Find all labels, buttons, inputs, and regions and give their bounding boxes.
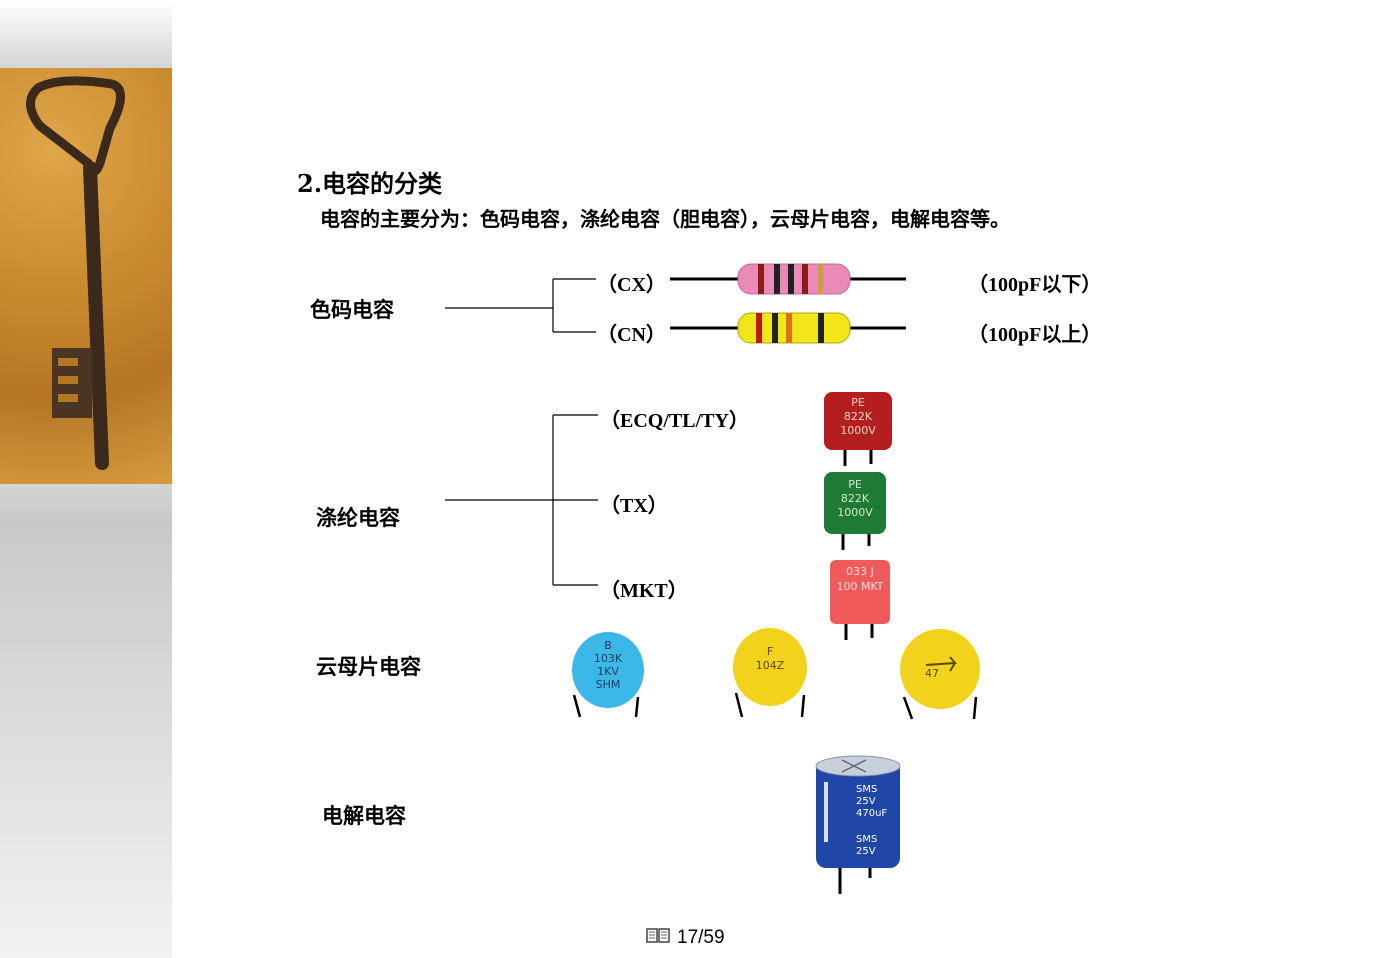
ecq-code: （ECQ/TL/TY） <box>600 410 749 432</box>
key-photo <box>0 68 172 484</box>
svg-text:PE: PE <box>848 478 862 491</box>
cn-range: （100pF以上） <box>968 324 1102 346</box>
svg-text:PE: PE <box>851 396 865 409</box>
svg-text:SHM: SHM <box>596 678 621 691</box>
svg-text:104Z: 104Z <box>756 659 785 672</box>
svg-text:SMS: SMS <box>856 784 877 795</box>
svg-text:1000V: 1000V <box>837 506 873 519</box>
color-code-capacitor-label: 色码电容 <box>310 297 394 322</box>
svg-text:470uF: 470uF <box>856 808 887 819</box>
svg-text:47: 47 <box>925 667 939 680</box>
slide-intro: 电容的主要分为：色码电容，涤纶电容（胆电容），云母片电容，电解电容等。 <box>320 207 1010 231</box>
color-code-capacitor-images <box>670 263 906 344</box>
svg-text:100 MKT: 100 MKT <box>836 580 883 593</box>
polyester-capacitor-label: 涤纶电容 <box>316 505 400 530</box>
cn-capacitor-body <box>737 312 851 344</box>
mkt-code: （MKT） <box>600 580 688 602</box>
svg-text:25V: 25V <box>856 846 876 857</box>
key-icon <box>26 76 125 470</box>
svg-text:SMS: SMS <box>856 834 877 845</box>
page-footer: 17/59 <box>645 926 725 950</box>
cx-code: （CX） <box>597 274 666 296</box>
svg-text:1KV: 1KV <box>597 665 619 678</box>
page-indicator: 17/59 <box>677 927 725 948</box>
svg-text:B: B <box>604 639 612 652</box>
mica-capacitor-label: 云母片电容 <box>316 654 421 679</box>
svg-text:1000V: 1000V <box>840 424 876 437</box>
svg-text:033 J: 033 J <box>846 565 874 578</box>
book-icon <box>645 926 671 950</box>
electrolytic-capacitor-label: 电解电容 <box>322 803 406 828</box>
cn-code: （CN） <box>597 324 666 346</box>
svg-text:25V: 25V <box>856 796 876 807</box>
cx-range: （100pF以下） <box>968 274 1102 296</box>
slide-title: 2.电容的分类 <box>297 169 443 198</box>
svg-text:F: F <box>767 645 773 658</box>
tx-code: （TX） <box>600 495 668 517</box>
svg-text:822K: 822K <box>841 492 870 505</box>
svg-text:103K: 103K <box>594 652 623 665</box>
svg-text:822K: 822K <box>844 410 873 423</box>
